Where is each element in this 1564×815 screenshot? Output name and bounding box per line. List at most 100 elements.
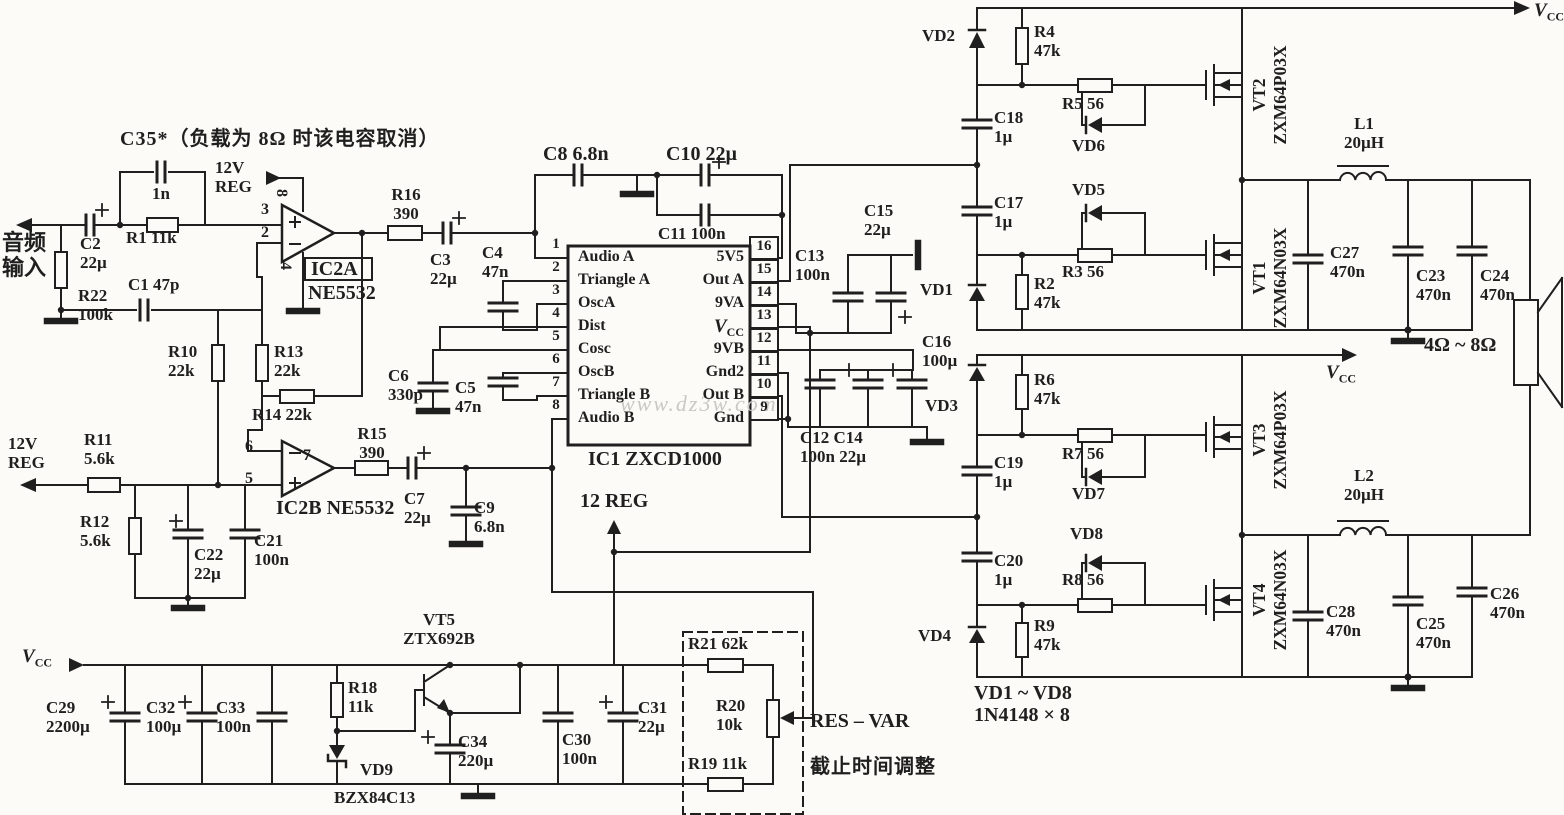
opamp-b-triangle [280,438,337,499]
vd1-label: VD1 [920,280,954,299]
vcc-label-mid: VCC [1326,362,1357,386]
r11-label: R11 5.6k [84,430,115,469]
inductor-l2 [1337,520,1389,537]
r15-label: R15 390 [357,424,387,463]
ground-bars [43,190,1426,800]
ic1-pin-num-9: 9 [760,399,768,415]
diode-note-label: VD1 ~ VD8 1N4148 × 8 [974,682,1072,727]
c18-label: C18 1µ [994,108,1024,147]
r13-label: R13 22k [274,342,304,381]
ic1-pin-name-9va: 9VA [714,294,744,311]
c17-label: C17 1µ [994,193,1024,232]
ic1-pin-name-gnd: Gnd [713,409,744,426]
ic2a-name: IC2A [311,258,358,280]
filled-symbols [16,1,1530,759]
opamp-a-triangle [280,202,337,265]
watermark: www.dz3w.com [620,391,778,416]
r14-label: R14 22k [252,405,312,424]
vd5-label: VD5 [1072,180,1106,199]
c6-label: C6 330p [388,366,423,405]
reg12v-left-label: 12V REG [8,434,45,473]
reg12-label: 12 REG [580,490,649,512]
ic1-pin-num-10: 10 [756,376,772,392]
r3-label: R3 56 [1062,262,1105,281]
r9-label: R9 47k [1034,616,1061,655]
c20-label: C20 1µ [994,551,1024,590]
r21-label: R21 62k [688,634,748,653]
c8-label: C8 6.8n [543,143,609,165]
wire-network [29,7,1531,794]
c32-label: C32 100µ [146,698,182,737]
ic1-pin-stub-boxes [749,236,779,421]
ic2a-pin8: 8 [272,188,290,197]
c35-note: C35*（负载为 8Ω 时该电容取消） [120,128,440,150]
r10-label: R10 22k [168,342,198,381]
r12-label: R12 5.6k [80,512,111,551]
c33-label: C33 100n [216,698,251,737]
ic2b-pin7: 7 [303,447,311,464]
diode-bars [326,28,1088,769]
vcc-label-top: VCC [1534,0,1564,24]
ic1-pin-num-7: 7 [552,374,560,390]
ic1-pin-name-5v5: 5V5 [716,248,744,265]
ic2a-pin4: 4 [276,261,294,270]
ic1-pin-num-5: 5 [552,328,560,344]
vt1-label: VT1 ZXM64N03X [1249,227,1290,329]
ic2b-pin6: 6 [245,438,253,455]
vd9-label: VD9 [360,760,394,779]
c28-label: C28 470n [1326,602,1361,641]
vt3-label: VT3 ZXM64P03X [1249,390,1290,490]
vd2-label: VD2 [922,26,956,45]
ic1-pin-name-vcc: VCC [713,316,744,340]
r8-label: R8 56 [1062,570,1105,589]
vd6-label: VD6 [1072,136,1106,155]
l2-label: L2 20µH [1343,466,1385,505]
r18-label: R18 11k [348,678,378,717]
c23-label: C23 470n [1416,266,1451,305]
vd4-label: VD4 [918,626,952,645]
res-var-label: RES – VAR [810,710,910,732]
cutoff-adjust-label: 截止时间调整 [810,756,936,778]
c19-label: C19 1µ [994,453,1024,492]
ic1-pin-num-8: 8 [552,397,560,413]
r5-label: R5 56 [1062,94,1105,113]
ic1-pin-num-14: 14 [756,284,772,300]
c35-value-label: 1n [152,184,170,203]
c4-label: C4 47n [482,243,509,282]
c12-c14-label: C12 C14 100n 22µ [800,428,866,467]
ic1-pin-num-16: 16 [756,238,772,254]
c7-label: C7 22µ [404,489,431,528]
c10-label: C10 22µ [666,143,737,165]
r22-label: R22 100k [78,286,113,325]
ic2a-pin2: 2 [261,224,269,241]
c29-label: C29 2200µ [46,698,90,737]
vd8-label: VD8 [1070,524,1104,543]
bzx84c13-label: BZX84C13 [334,788,416,807]
ic1-pin-name-oscb: OscB [578,363,615,380]
ic1-pin-name-dist: Dist [578,317,606,334]
c9-label: C9 6.8n [474,498,505,537]
impedance-label: 4Ω ~ 8Ω [1424,334,1497,356]
ic1-pin-num-13: 13 [756,307,772,323]
c24-label: C24 470n [1480,266,1515,305]
c22-label: C22 22µ [194,545,224,584]
audio-input-label: 音频 输入 [2,230,47,281]
vcc-label-bottom: VCC [22,646,53,670]
ic1-pin-name-audio-b: Audio B [578,409,635,426]
ic2b-name: IC2B NE5532 [276,497,395,519]
r2-label: R2 47k [1034,274,1061,313]
ic1-pin-name-out-b: Out B [702,386,744,403]
r7-label: R7 56 [1062,444,1105,463]
c1-label: C1 47p [128,275,180,294]
c26-label: C26 470n [1490,584,1525,623]
vd7-label: VD7 [1072,484,1106,503]
vt5-label: VT5 ZTX692B [403,610,475,649]
ic1-pin-num-11: 11 [756,353,772,369]
inductor-l1 [1337,165,1389,182]
ic1-pin-name-out-a: Out A [702,271,744,288]
c27-label: C27 470n [1330,243,1365,282]
ic1-pin-num-3: 3 [552,282,560,298]
c34-label: C34 220µ [458,732,494,771]
c5-label: C5 47n [455,378,482,417]
